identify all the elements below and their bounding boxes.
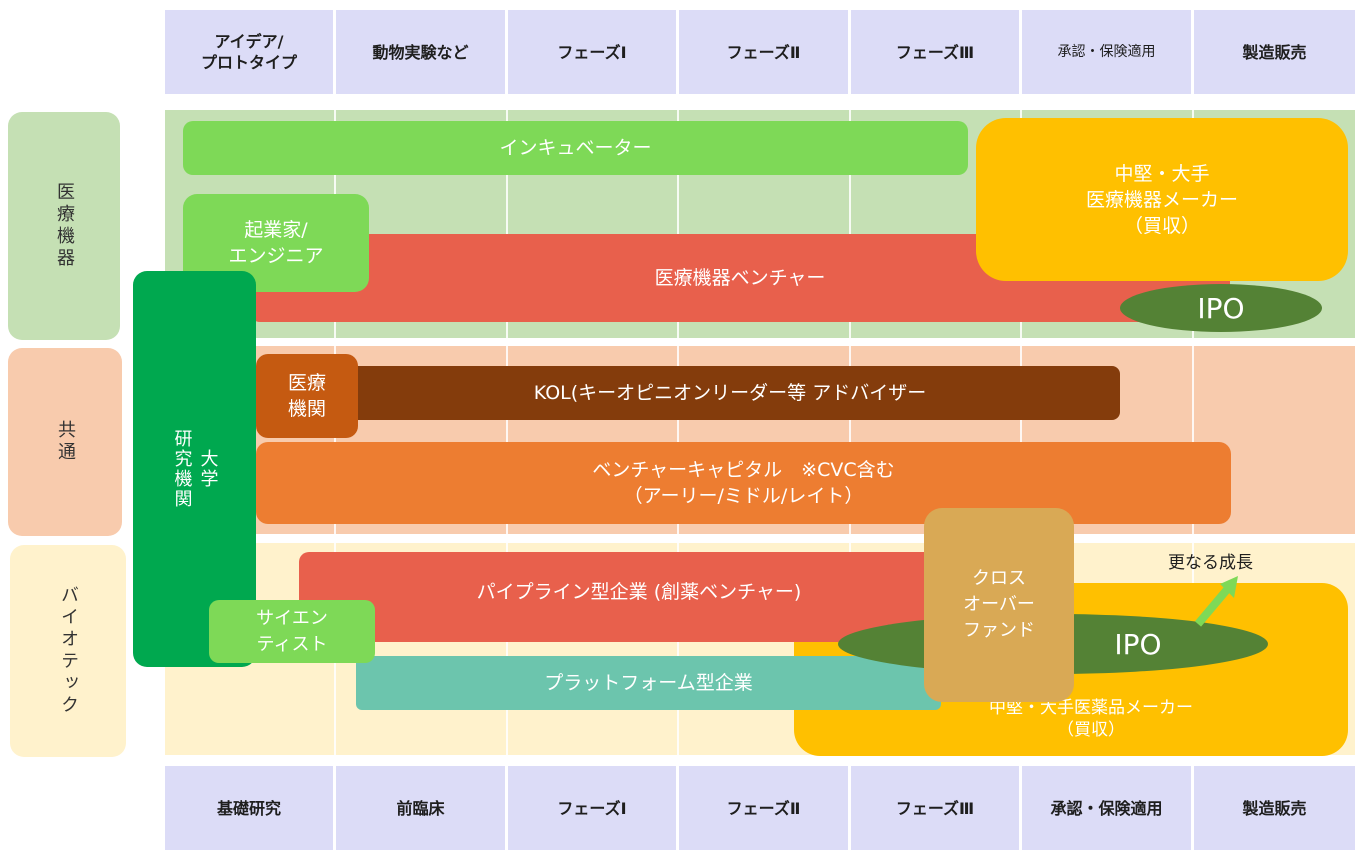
bottom-phase-2: フェーズⅠ <box>508 766 676 850</box>
category-biotech: バイオテック <box>10 545 126 757</box>
bottom-phase-label: 基礎研究 <box>216 798 281 818</box>
crossover-fund-box: クロス オーバー ファンド <box>924 508 1074 702</box>
top-phase-label: 承認・保険適用 <box>1057 43 1156 60</box>
top-phase-5: 承認・保険適用 <box>1022 10 1191 94</box>
top-phase-0: アイデア/ プロトタイプ <box>165 10 333 94</box>
bottom-phase-label: フェーズⅠ <box>557 798 627 818</box>
bottom-phase-label: 承認・保険適用 <box>1050 798 1163 818</box>
top-phase-label: 製造販売 <box>1242 42 1307 62</box>
platform-company-bar: プラットフォーム型企業 <box>356 656 941 710</box>
incubator-bar: インキュベーター <box>183 121 968 175</box>
category-label: 共通 <box>55 420 76 464</box>
medical-device-venture-label: 医療機器ベンチャー <box>654 267 826 289</box>
pipeline-company-label: パイプライン型企業 (創薬ベンチャー) <box>476 581 802 603</box>
top-phase-label: 動物実験など <box>372 42 469 62</box>
entrepreneur-label: 起業家/ エンジニア <box>228 219 324 267</box>
medical-device-maker-label: 中堅・大手 医療機器メーカー （買収） <box>1085 162 1238 237</box>
pharma-maker-label: 中堅・大手医薬品メーカー （買収） <box>989 697 1193 740</box>
growth-label: 更なる成長 <box>1168 553 1253 573</box>
venture-capital-label: ベンチャーキャピタル ※CVC含む （アーリー/ミドル/レイト） <box>592 459 895 507</box>
bottom-phase-label: 製造販売 <box>1242 798 1307 818</box>
bottom-phase-1: 前臨床 <box>336 766 505 850</box>
bottom-phase-label: フェーズⅢ <box>895 798 975 818</box>
top-phase-label: フェーズⅠ <box>557 42 627 62</box>
column-divider <box>677 110 679 755</box>
top-phase-label: アイデア/ プロトタイプ <box>200 32 297 72</box>
column-divider <box>506 110 508 755</box>
top-phase-label: フェーズⅡ <box>726 42 801 62</box>
scientist-box: サイエン ティスト <box>209 600 375 663</box>
category-common: 共通 <box>8 348 122 536</box>
top-phase-1: 動物実験など <box>336 10 505 94</box>
bottom-phase-5: 承認・保険適用 <box>1022 766 1191 850</box>
bottom-phase-4: フェーズⅢ <box>851 766 1019 850</box>
platform-company-label: プラットフォーム型企業 <box>544 672 753 694</box>
incubator-label: インキュベーター <box>499 137 652 159</box>
hospital-label: 医療 機関 <box>287 372 326 420</box>
kol-bar: KOL(キーオピニオンリーダー等 アドバイザー <box>340 366 1120 420</box>
top-phase-4: フェーズⅢ <box>851 10 1019 94</box>
top-phase-3: フェーズⅡ <box>679 10 848 94</box>
bottom-phase-0: 基礎研究 <box>165 766 333 850</box>
ipo-bio-label: IPO <box>1114 627 1162 661</box>
category-label: バイオテック <box>58 585 79 717</box>
venture-capital-bar: ベンチャーキャピタル ※CVC含む （アーリー/ミドル/レイト） <box>256 442 1231 524</box>
university-research-label: 大学 研究機関 <box>171 429 219 509</box>
medical-device-maker-box: 中堅・大手 医療機器メーカー （買収） <box>976 118 1348 281</box>
kol-label: KOL(キーオピニオンリーダー等 アドバイザー <box>533 382 927 404</box>
column-divider <box>1020 110 1022 755</box>
column-divider <box>849 110 851 755</box>
scientist-label: サイエン ティスト <box>256 607 328 655</box>
bottom-phase-6: 製造販売 <box>1194 766 1355 850</box>
column-divider <box>1192 110 1194 755</box>
crossover-fund-label: クロス オーバー ファンド <box>963 568 1035 641</box>
top-phase-2: フェーズⅠ <box>508 10 676 94</box>
ipo-medical-label: IPO <box>1197 291 1245 325</box>
bottom-phase-label: フェーズⅡ <box>726 798 801 818</box>
growth-arrow-icon <box>1194 576 1238 627</box>
top-phase-6: 製造販売 <box>1194 10 1355 94</box>
ipo-medical-ellipse: IPO <box>1120 284 1322 332</box>
bottom-phase-3: フェーズⅡ <box>679 766 848 850</box>
top-phase-label: フェーズⅢ <box>895 42 975 62</box>
bottom-phase-label: 前臨床 <box>396 798 445 818</box>
pipeline-company-bar: パイプライン型企業 (創薬ベンチャー) <box>299 552 979 642</box>
hospital-box: 医療 機関 <box>256 354 358 438</box>
category-medical-device: 医療機器 <box>8 112 120 340</box>
category-label: 医療機器 <box>54 182 75 270</box>
